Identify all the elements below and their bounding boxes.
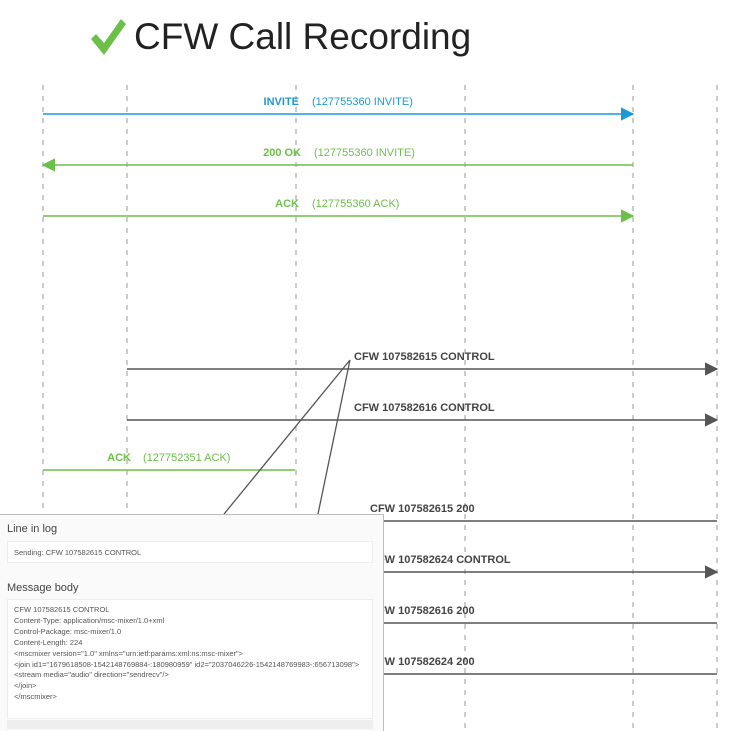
message-body-line: <stream media="audio" direction="sendrec… [14, 670, 169, 680]
message-label: CFW 107582616 CONTROL [354, 402, 495, 414]
message-cfw-200-616[interactable]: CFW 107582616 200 [370, 605, 717, 624]
message-200-ok[interactable]: 200 OK (127755360 INVITE) [41, 147, 633, 172]
message-label: ACK [107, 452, 131, 464]
message-label: ACK [275, 198, 299, 210]
message-cfw-200-615[interactable]: CFW 107582615 200 [370, 503, 717, 522]
message-label: CFW 107582624 CONTROL [370, 554, 511, 566]
message-ack[interactable]: ACK (127755360 ACK) [43, 198, 635, 223]
message-body: CFW 107582615 CONTROL Content-Type: appl… [7, 599, 373, 719]
message-body-line: Content-Length: 224 [14, 637, 83, 647]
horizontal-scrollbar[interactable] [7, 720, 373, 729]
message-detail: (127752351 ACK) [143, 452, 230, 464]
message-body-line: CFW 107582615 CONTROL [14, 605, 110, 614]
message-invite[interactable]: INVITE (127755360 INVITE) [43, 96, 635, 121]
message-label: CFW 107582624 200 [370, 656, 475, 668]
message-cfw-control-615[interactable]: CFW 107582615 CONTROL [127, 351, 719, 376]
message-detail: (127755360 ACK) [312, 198, 399, 210]
callout-connector [223, 359, 351, 515]
message-detail: (127755360 INVITE) [312, 96, 413, 108]
message-body-line: Control-Package: msc-mixer/1.0 [14, 626, 122, 636]
message-cfw-control-616[interactable]: CFW 107582616 CONTROL [127, 402, 719, 427]
message-body-heading: Message body [7, 582, 79, 594]
message-body-line: <join id1="1679618508-1542148769884-:180… [14, 659, 360, 669]
page-title-text: CFW Call Recording [134, 16, 472, 57]
message-ack-2[interactable]: ACK (127752351 ACK) [43, 452, 295, 471]
message-body-line: </mscmixer> [14, 692, 57, 702]
message-detail: (127755360 INVITE) [314, 147, 415, 159]
page-title: CFW Call Recording [88, 12, 471, 62]
line-in-log-text: Sending: CFW 107582615 CONTROL [7, 541, 373, 563]
message-label: CFW 107582616 200 [370, 605, 475, 617]
message-cfw-200-624[interactable]: CFW 107582624 200 [370, 656, 717, 675]
log-panel: Line in log Sending: CFW 107582615 CONTR… [0, 514, 384, 731]
message-label: 200 OK [263, 147, 301, 159]
message-label: CFW 107582615 CONTROL [354, 351, 495, 363]
message-label: CFW 107582615 200 [370, 503, 475, 515]
message-label: INVITE [264, 96, 299, 108]
check-icon [91, 19, 126, 55]
message-body-line: <mscmixer version="1.0" xmlns="urn:ietf:… [14, 648, 244, 658]
lifelines [42, 85, 718, 731]
message-cfw-control-624[interactable]: CFW 107582624 CONTROL [370, 554, 719, 579]
message-body-line: </join> [14, 681, 37, 691]
message-body-line: Content-Type: application/msc-mixer/1.0+… [14, 615, 165, 625]
line-in-log-heading: Line in log [7, 523, 58, 535]
